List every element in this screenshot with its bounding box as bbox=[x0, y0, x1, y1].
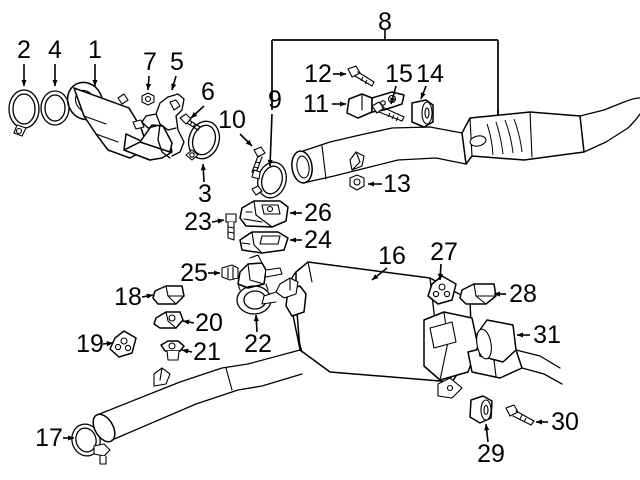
part-bolt-23 bbox=[225, 213, 237, 241]
callout-label-4: 4 bbox=[48, 36, 62, 64]
callout-label-27: 27 bbox=[430, 238, 458, 266]
leader-7 bbox=[145, 75, 152, 91]
part-hanger-bracket-22 bbox=[236, 254, 283, 315]
part-bolt-15 bbox=[371, 101, 405, 122]
callout-label-26: 26 bbox=[304, 199, 332, 227]
callout-bracket-8 bbox=[271, 30, 501, 133]
callout-label-29: 29 bbox=[477, 440, 505, 468]
callout-label-31: 31 bbox=[533, 321, 561, 349]
leader-15 bbox=[390, 85, 397, 105]
part-clamp-ring-3 bbox=[185, 120, 221, 161]
leader-18 bbox=[141, 293, 154, 299]
callout-label-16: 16 bbox=[378, 242, 406, 270]
part-nut-7 bbox=[141, 92, 155, 106]
callout-label-8: 8 bbox=[378, 8, 392, 36]
callout-label-7: 7 bbox=[143, 48, 157, 76]
leader-19 bbox=[102, 341, 114, 347]
callout-label-24: 24 bbox=[304, 226, 332, 254]
callout-label-3: 3 bbox=[198, 180, 212, 208]
callout-label-1: 1 bbox=[88, 36, 102, 64]
part-front-pipe bbox=[92, 349, 303, 443]
part-clamp-ring-2 bbox=[8, 89, 40, 137]
callout-label-30: 30 bbox=[551, 408, 579, 436]
part-bolt-30 bbox=[505, 404, 535, 426]
leader-16 bbox=[371, 267, 388, 281]
callout-label-22: 22 bbox=[244, 330, 272, 358]
leader-14 bbox=[420, 85, 427, 100]
callout-label-17: 17 bbox=[35, 424, 63, 452]
part-bracket-5 bbox=[141, 93, 185, 159]
callout-label-25: 25 bbox=[180, 259, 208, 287]
leader-23 bbox=[211, 218, 225, 224]
callout-label-6: 6 bbox=[201, 78, 215, 106]
leader-29 bbox=[484, 423, 490, 443]
leader-5 bbox=[171, 75, 177, 91]
part-exhaust-pipe-8 bbox=[291, 97, 640, 184]
leader-3 bbox=[200, 163, 206, 183]
leader-21 bbox=[181, 348, 193, 354]
part-bracket-clip-24 bbox=[239, 231, 289, 254]
part-catalytic-converter bbox=[66, 81, 173, 161]
part-nut-21 bbox=[160, 340, 185, 361]
part-gasket-ring-4 bbox=[40, 90, 70, 126]
callout-label-9: 9 bbox=[268, 86, 282, 114]
callout-label-14: 14 bbox=[416, 60, 444, 88]
callout-label-2: 2 bbox=[17, 36, 31, 64]
part-bushing-14 bbox=[411, 99, 434, 128]
callout-label-18: 18 bbox=[114, 283, 142, 311]
callout-label-21: 21 bbox=[193, 338, 221, 366]
part-heat-shield-clip-26 bbox=[239, 200, 289, 228]
part-tailpipe-tip-31 bbox=[476, 319, 517, 363]
callout-label-20: 20 bbox=[195, 309, 223, 337]
leader-9 bbox=[267, 113, 273, 167]
callout-label-13: 13 bbox=[383, 170, 411, 198]
part-nut-13 bbox=[349, 174, 365, 191]
part-rubber-mount-18 bbox=[152, 285, 185, 305]
part-bracket-mount-28 bbox=[459, 283, 497, 305]
leader-6 bbox=[190, 105, 205, 119]
callout-label-23: 23 bbox=[184, 208, 212, 236]
part-bushing-29 bbox=[469, 395, 493, 424]
part-clip-20 bbox=[153, 311, 184, 329]
part-rubber-isolator-19 bbox=[109, 330, 137, 358]
callout-label-5: 5 bbox=[170, 48, 184, 76]
leader-22 bbox=[253, 314, 259, 333]
leader-27 bbox=[437, 263, 443, 281]
callout-label-11: 11 bbox=[303, 90, 329, 118]
callout-label-10: 10 bbox=[218, 106, 246, 134]
callout-layer: 2 4 1 7 5 6 3 10 9 8 bbox=[17, 8, 579, 468]
leader-20 bbox=[182, 319, 195, 325]
callout-label-28: 28 bbox=[509, 280, 537, 308]
part-clip-25 bbox=[221, 264, 239, 281]
part-clamp-ring-9 bbox=[251, 161, 287, 199]
callout-label-19: 19 bbox=[76, 330, 104, 358]
leader-10 bbox=[239, 133, 253, 147]
part-bolt-12 bbox=[347, 65, 375, 87]
callout-label-15: 15 bbox=[385, 60, 413, 88]
callout-label-12: 12 bbox=[304, 60, 332, 88]
